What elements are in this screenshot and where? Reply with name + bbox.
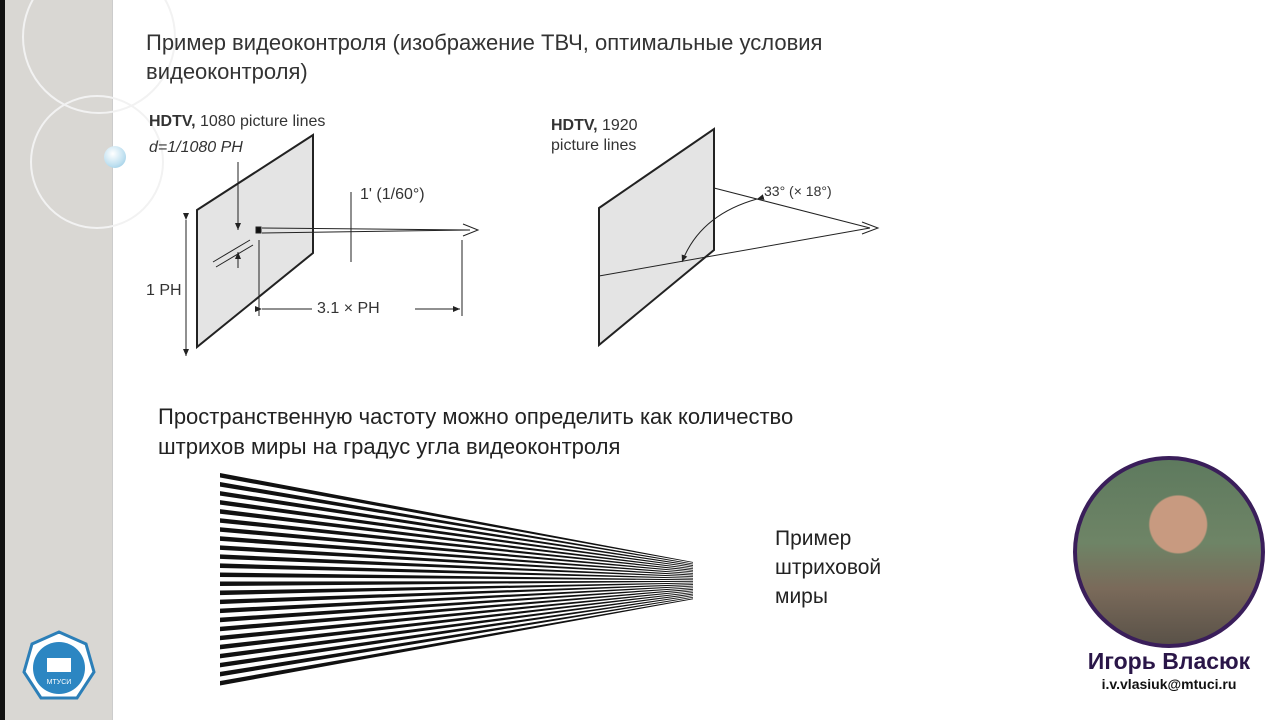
stripe (220, 572, 693, 581)
stripe (220, 582, 693, 596)
frame-edge (0, 0, 5, 720)
left-height-label: 1 PH (146, 282, 182, 299)
slide-subtitle: Пространственную частоту можно определит… (158, 404, 794, 459)
stripe (220, 592, 693, 650)
stripe (220, 584, 693, 605)
slide-title: Пример видеоконтроля (изображение ТВЧ, о… (146, 30, 823, 84)
stripe (220, 590, 693, 641)
stripe (220, 545, 693, 576)
stripe (220, 536, 693, 574)
stripe (220, 581, 693, 587)
left-d-label: d=1/1080 PH (149, 139, 243, 156)
left-distance-label: 3.1 × PH (315, 299, 382, 319)
stripe (220, 588, 693, 632)
university-logo: МТУСИ (22, 630, 96, 700)
diagram-right (598, 127, 880, 348)
diagram-left (183, 133, 480, 356)
stripe (220, 598, 693, 686)
presenter-name: Игорь Власюк (1087, 648, 1251, 674)
stripe (220, 596, 693, 677)
stripe (220, 595, 693, 668)
stripe (220, 473, 693, 563)
stripe (220, 500, 693, 568)
slide-sidebar (0, 0, 176, 720)
stripe (220, 527, 693, 573)
stripe (220, 593, 693, 659)
presenter-email: i.v.vlasiuk@mtuci.ru (1101, 676, 1237, 692)
logo-text: МТУСИ (47, 679, 72, 686)
left-heading: HDTV, 1080 picture lines (149, 113, 326, 130)
stripe (220, 554, 693, 578)
presenter-webcam (1073, 456, 1265, 648)
right-angle-label: 33° (× 18°) (764, 183, 832, 199)
stripe (220, 482, 693, 565)
chart-caption: Пример штриховой миры (775, 527, 882, 608)
stripe (220, 563, 693, 579)
stripe (220, 518, 693, 571)
stripe (220, 585, 693, 614)
decor-ring (30, 95, 164, 229)
stripe (220, 509, 693, 570)
left-angle-label: 1' (1/60°) (360, 186, 425, 203)
stripe (220, 587, 693, 623)
decor-bubble (104, 146, 126, 168)
stripe-chart (220, 473, 693, 686)
stripe (220, 491, 693, 566)
